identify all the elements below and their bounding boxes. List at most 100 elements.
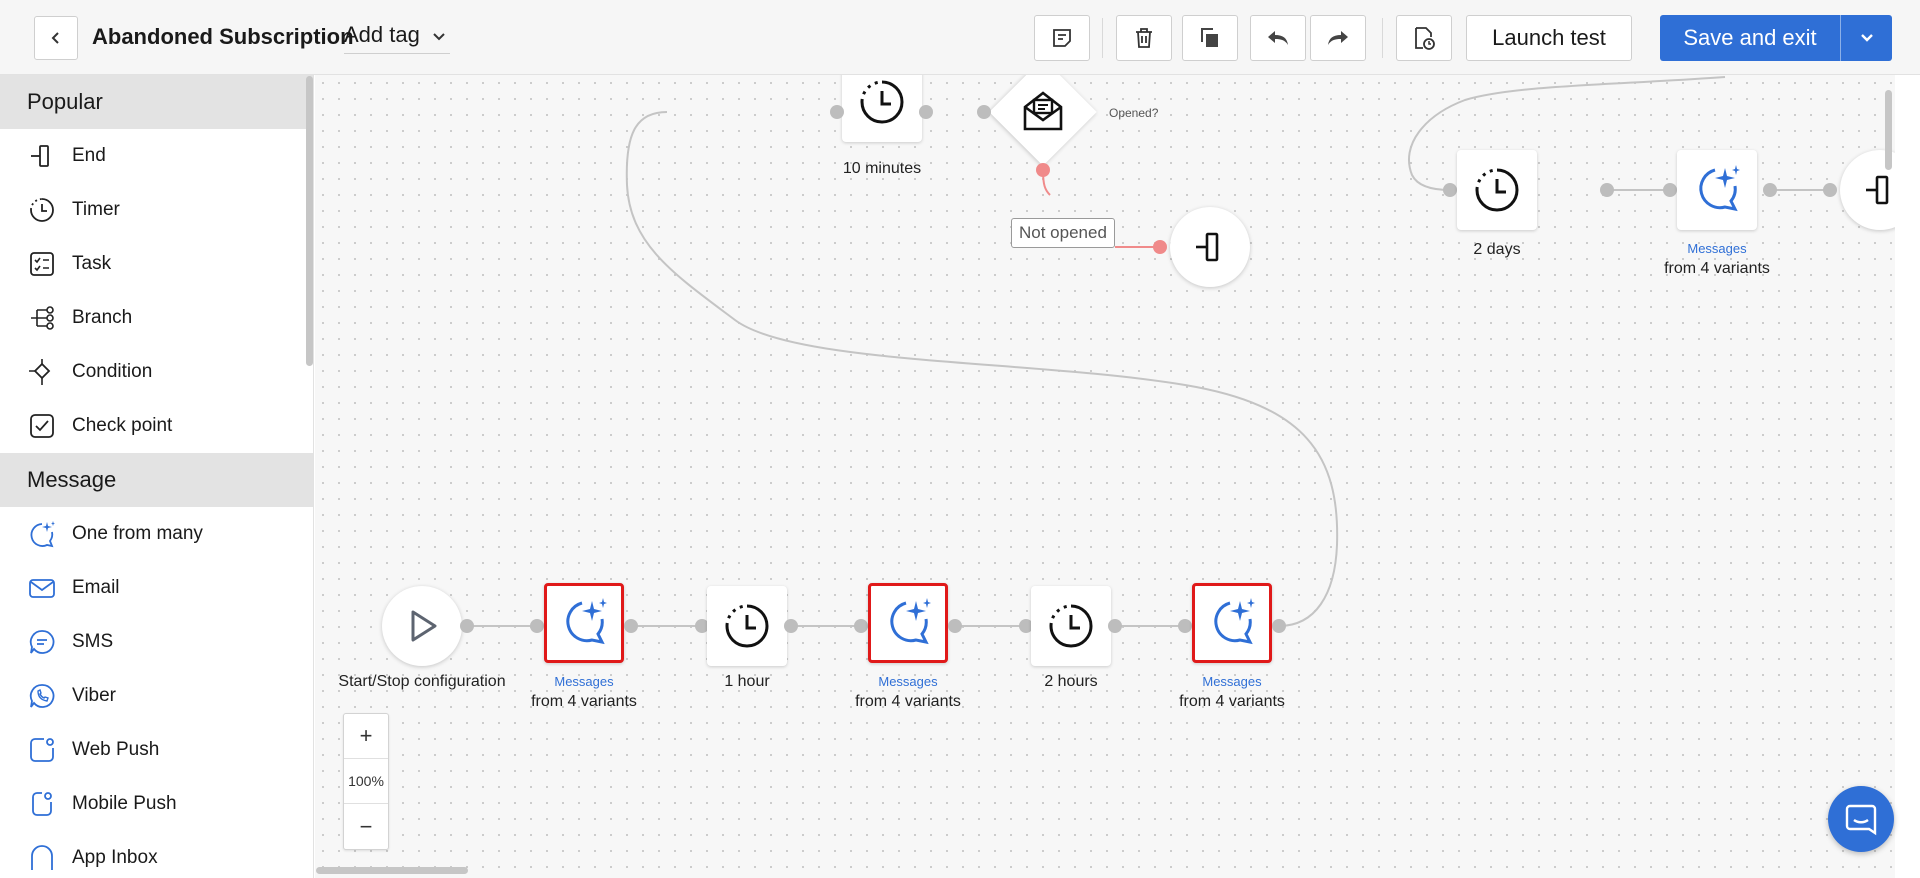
- connector-dot[interactable]: [854, 619, 868, 633]
- condition-icon: [26, 356, 58, 388]
- notes-button[interactable]: [1034, 15, 1090, 61]
- undo-icon: [1268, 31, 1288, 45]
- palette-item-label: Branch: [72, 307, 133, 328]
- timer-label: 10 minutes: [842, 160, 922, 177]
- connector-dot[interactable]: [1443, 183, 1457, 197]
- timer-icon: [860, 80, 904, 124]
- canvas-horizontal-scrollbar[interactable]: [316, 867, 468, 874]
- palette-item-condition[interactable]: Condition: [0, 345, 313, 399]
- connector-dot[interactable]: [1663, 183, 1677, 197]
- connector-dot[interactable]: [784, 619, 798, 633]
- undo-button[interactable]: [1250, 15, 1306, 61]
- connector-dot[interactable]: [919, 105, 933, 119]
- message-node[interactable]: [1677, 150, 1757, 230]
- palette-item-sms[interactable]: SMS: [0, 615, 313, 669]
- connector-dot[interactable]: [1600, 183, 1614, 197]
- add-tag-dropdown[interactable]: Add tag: [344, 20, 450, 54]
- message-node-selected[interactable]: [1192, 583, 1272, 663]
- play-icon: [411, 610, 437, 642]
- palette-item-branch[interactable]: Branch: [0, 291, 313, 345]
- connector-dot[interactable]: [1823, 183, 1837, 197]
- redo-button[interactable]: [1310, 15, 1366, 61]
- chevron-down-icon: [1860, 34, 1873, 42]
- sidebar-scrollbar[interactable]: [306, 76, 313, 366]
- support-chat-button[interactable]: [1828, 786, 1894, 852]
- chevron-down-icon: [428, 26, 450, 48]
- condition-label: Opened?: [1109, 106, 1159, 120]
- palette-item-label: Mobile Push: [72, 793, 177, 814]
- palette-item-email[interactable]: Email: [0, 561, 313, 615]
- palette-item-one-from-many[interactable]: One from many: [0, 507, 313, 561]
- delete-button[interactable]: [1116, 15, 1172, 61]
- start-stop-label: Start/Stop configuration: [338, 673, 506, 690]
- section-popular: Popular: [0, 75, 313, 129]
- connector-dot[interactable]: [948, 619, 962, 633]
- connector-dot[interactable]: [1178, 619, 1192, 633]
- end-node[interactable]: [1170, 207, 1250, 287]
- zoom-controls: + 100% −: [343, 713, 389, 850]
- workflow-canvas[interactable]: 10 minutes Opened? Not opened 2 days Mes…: [315, 75, 1895, 878]
- add-tag-label: Add tag: [344, 22, 420, 47]
- copy-button[interactable]: [1182, 15, 1238, 61]
- palette-item-end[interactable]: End: [0, 129, 313, 183]
- one-from-many-icon: [1699, 165, 1740, 212]
- timer-icon: [725, 604, 769, 648]
- timer-node-2-hours[interactable]: [1031, 586, 1111, 666]
- palette-item-viber[interactable]: Viber: [0, 669, 313, 723]
- history-button[interactable]: [1396, 15, 1452, 61]
- timer-node-2-days[interactable]: [1457, 150, 1537, 230]
- message-node-selected[interactable]: [868, 583, 948, 663]
- palette-item-app-inbox[interactable]: App Inbox: [0, 831, 313, 878]
- app-inbox-icon: [26, 842, 58, 874]
- connector-dot[interactable]: [830, 105, 844, 119]
- copy-icon: [1201, 28, 1218, 47]
- timer-icon: [26, 194, 58, 226]
- connector-dot-negative[interactable]: [1153, 240, 1167, 254]
- message-variants-label: from 4 variants: [1664, 260, 1770, 277]
- connection-lines: [467, 76, 1830, 627]
- canvas-vertical-scrollbar[interactable]: [1885, 90, 1892, 170]
- connector-dot[interactable]: [624, 619, 638, 633]
- palette-item-mobile-push[interactable]: Mobile Push: [0, 777, 313, 831]
- connector-dot[interactable]: [1108, 619, 1122, 633]
- one-from-many-icon: [566, 598, 607, 645]
- section-message: Message: [0, 453, 313, 507]
- timer-icon: [1049, 604, 1093, 648]
- note-icon: [1053, 29, 1071, 47]
- connector-dot[interactable]: [695, 619, 709, 633]
- connector-dot-negative[interactable]: [1036, 163, 1050, 177]
- back-button[interactable]: [34, 16, 78, 60]
- trash-icon: [1136, 28, 1152, 48]
- not-opened-branch-label: Not opened: [1011, 218, 1115, 248]
- palette-item-web-push[interactable]: Web Push: [0, 723, 313, 777]
- launch-test-button[interactable]: Launch test: [1466, 15, 1632, 61]
- palette-item-label: App Inbox: [72, 847, 158, 868]
- zoom-out-button[interactable]: −: [359, 813, 373, 839]
- palette-item-label: Task: [72, 253, 112, 274]
- palette-item-label: Email: [72, 577, 120, 598]
- palette-item-timer[interactable]: Timer: [0, 183, 313, 237]
- connector-dot[interactable]: [1019, 619, 1033, 633]
- zoom-level: 100%: [344, 759, 388, 804]
- end-icon: [26, 140, 58, 172]
- message-type-label: Messages: [1202, 674, 1262, 689]
- timer-node-1-hour[interactable]: [707, 586, 787, 666]
- connector-dot[interactable]: [1272, 619, 1286, 633]
- start-node[interactable]: [382, 586, 462, 666]
- palette-item-label: Condition: [72, 361, 153, 382]
- connector-dot[interactable]: [1763, 183, 1777, 197]
- palette-item-task[interactable]: Task: [0, 237, 313, 291]
- timer-node-10-minutes[interactable]: [842, 75, 922, 142]
- message-variants-label: from 4 variants: [1179, 693, 1285, 710]
- zoom-in-button[interactable]: +: [344, 714, 388, 759]
- viber-icon: [26, 680, 58, 712]
- save-options-dropdown[interactable]: [1840, 15, 1892, 61]
- save-and-exit-button[interactable]: Save and exit: [1660, 15, 1892, 61]
- message-node-selected[interactable]: [544, 583, 624, 663]
- palette-item-check-point[interactable]: Check point: [0, 399, 313, 453]
- palette-item-label: One from many: [72, 523, 203, 544]
- connector-dot[interactable]: [460, 619, 474, 633]
- mobile-push-icon: [26, 788, 58, 820]
- connector-dot[interactable]: [530, 619, 544, 633]
- connector-dot[interactable]: [977, 105, 991, 119]
